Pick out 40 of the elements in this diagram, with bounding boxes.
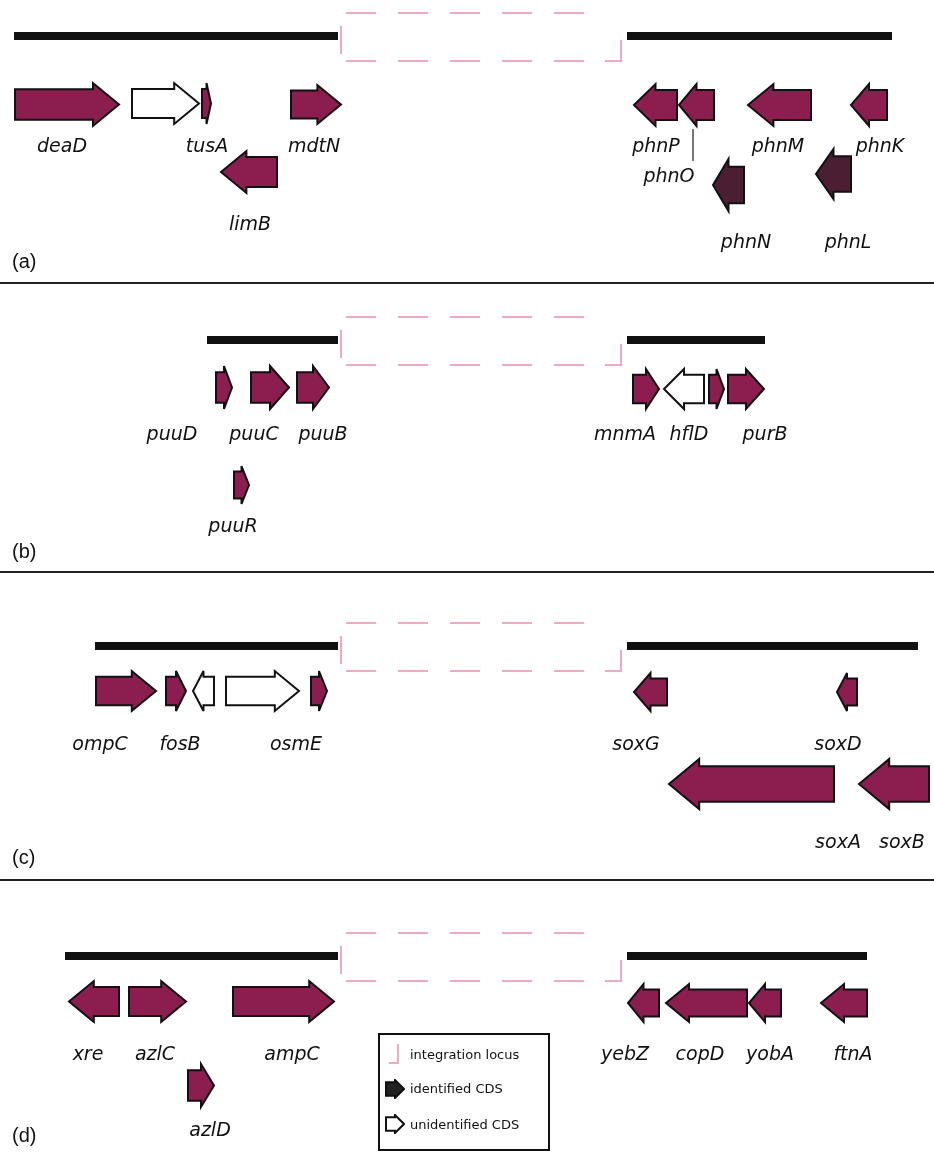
panel-label: (d) (12, 1124, 37, 1147)
gene-label: phnL (824, 229, 872, 254)
gene-label: phnP (632, 133, 680, 158)
gene-label: ftnA (833, 1041, 873, 1066)
gene-label: deaD (37, 133, 87, 158)
legend-text: identified CDS (410, 1081, 503, 1096)
gene-label: copD (675, 1041, 725, 1066)
gene-label: soxA (815, 829, 861, 854)
gene-label: phnK (855, 133, 905, 158)
gene-label: tusA (185, 133, 229, 158)
panel-label: (b) (12, 540, 37, 563)
legend-text: integration locus (410, 1047, 520, 1062)
gene-label: azlC (134, 1041, 176, 1066)
gene-label: soxB (879, 829, 925, 854)
leader-line (692, 128, 694, 162)
gene-label: phnO (643, 163, 695, 188)
gene-label: puuB (298, 421, 348, 446)
gene-label: hflD (669, 421, 709, 446)
gene-label: mdtN (287, 133, 341, 158)
panel-label: (c) (12, 846, 36, 869)
gene-label: soxG (612, 731, 660, 756)
gene-label: puuC (229, 421, 279, 446)
gene-label: ompC (72, 731, 128, 756)
gene-label: ampC (264, 1041, 320, 1066)
gene-label: phnM (751, 133, 805, 158)
legend-text: unidentified CDS (410, 1117, 520, 1132)
gene-label: osmE (270, 731, 322, 756)
gene-label: purB (742, 421, 788, 446)
gene-label: limB (228, 211, 272, 236)
gene-label: xre (72, 1041, 104, 1066)
gene-label: puuD (146, 421, 198, 446)
panel-label: (a) (12, 250, 37, 273)
gene-label: yebZ (601, 1041, 649, 1066)
gene-label: yobA (746, 1041, 794, 1066)
gene-label: mnmA (593, 421, 657, 446)
gene-label: puuR (208, 513, 258, 538)
gene-label: fosB (159, 731, 201, 756)
gene-label: phnN (720, 229, 772, 254)
gene-label: soxD (814, 731, 862, 756)
gene-label: azlD (189, 1117, 231, 1142)
